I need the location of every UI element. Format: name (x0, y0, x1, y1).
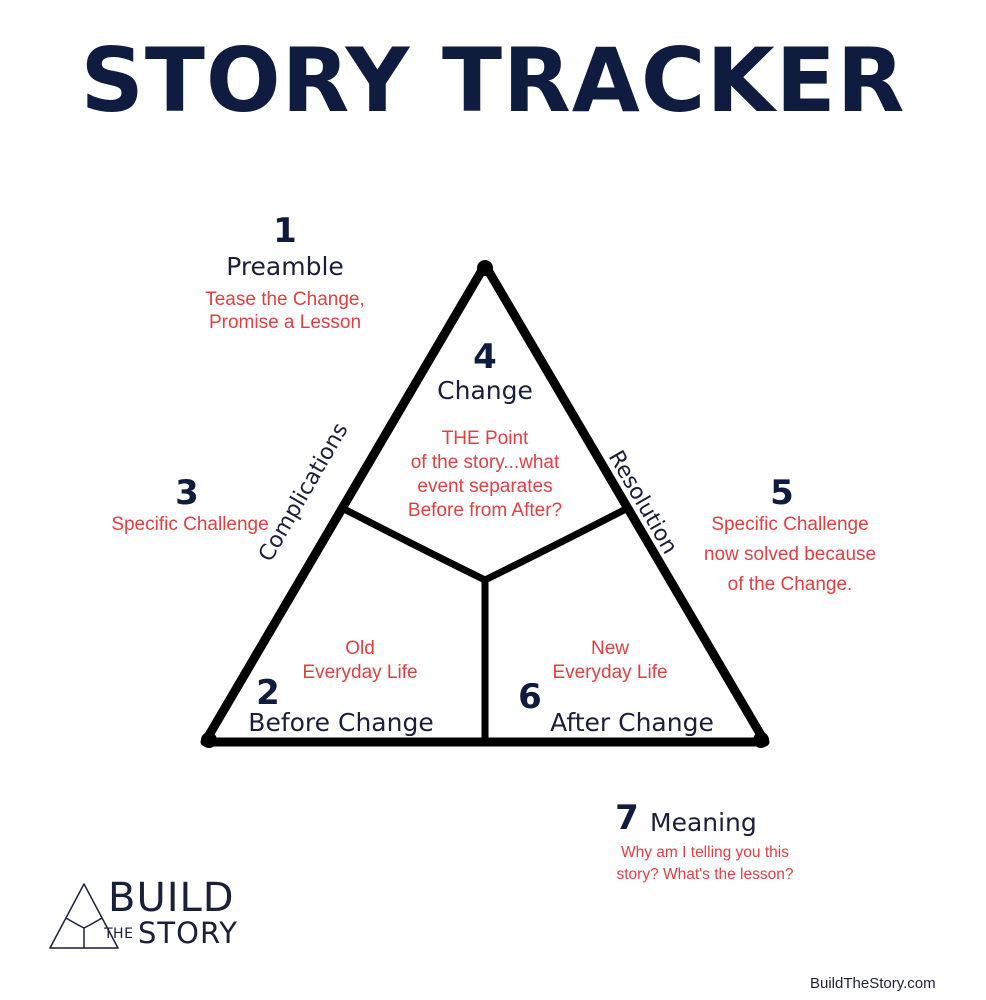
before-label: Before Change (248, 708, 434, 737)
change-desc-line1: THE Point (441, 428, 529, 449)
logo-word-build: BUILD (108, 875, 235, 921)
after-number: 6 (518, 677, 542, 717)
logo-triangle-icon (49, 883, 119, 949)
triangle-left-corner (201, 732, 217, 748)
meaning-number: 7 (615, 798, 639, 838)
after-desc-line1: New (590, 638, 629, 659)
before-desc-line1: Old (345, 638, 375, 659)
after-desc-line2: Everyday Life (552, 662, 668, 683)
complications-desc: Specific Challenge (111, 514, 269, 535)
change-desc-line2: of the story...what (410, 452, 560, 473)
logo-word-the: THE (104, 926, 134, 942)
before-number: 2 (256, 673, 280, 713)
preamble-label: Preamble (226, 252, 344, 281)
meaning-desc-line1: Why am I telling you this (621, 844, 789, 861)
meaning-label: Meaning (650, 808, 757, 837)
change-number: 4 (473, 337, 497, 377)
before-desc-line2: Everyday Life (302, 662, 418, 683)
inner-divider-right (481, 506, 628, 584)
triangle-apex (477, 260, 493, 276)
complications-number: 3 (175, 473, 199, 513)
preamble-desc-line1: Tease the Change, (205, 289, 365, 310)
meaning-desc-line2: story? What's the lesson? (616, 866, 794, 883)
page-title: STORY TRACKER (80, 29, 906, 132)
resolution-number: 5 (770, 473, 794, 513)
inner-divider-left (342, 506, 489, 584)
logo-word-story: STORY (138, 916, 238, 950)
resolution-desc-line2: now solved because (703, 544, 877, 565)
resolution-desc-line3: of the Change. (727, 574, 853, 595)
triangle-right-corner (753, 732, 769, 748)
change-desc-line3: event separates (417, 476, 553, 497)
change-desc-line4: Before from After? (407, 500, 563, 521)
resolution-desc-line1: Specific Challenge (711, 514, 869, 535)
preamble-number: 1 (273, 211, 297, 251)
after-label: After Change (550, 708, 714, 737)
preamble-desc-line2: Promise a Lesson (208, 312, 362, 333)
website-url: BuildTheStory.com (810, 975, 936, 992)
change-label: Change (437, 376, 533, 405)
build-the-story-logo: BUILD THE STORY (44, 875, 274, 958)
